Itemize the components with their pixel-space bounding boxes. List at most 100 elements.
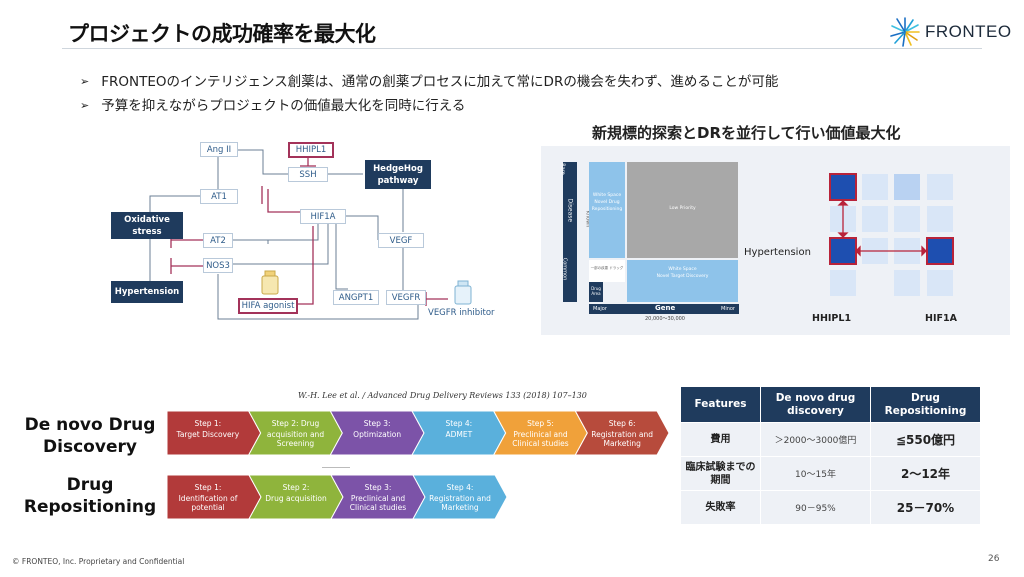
arrow-bullet-icon: ➢ [80,75,90,88]
disease-gene-matrix: Disease Rare Common Known White Space No… [559,162,738,302]
step-text: Identification of [179,494,238,503]
node-at1: AT1 [200,189,238,204]
node-hif1a: HIF1A [300,209,346,224]
strategy-panel: Disease Rare Common Known White Space No… [541,146,1010,335]
panel-title: 新規標的探索とDRを並行して行い価値最大化 [592,124,901,142]
table-header-row: Features De novo drug discovery Drug Rep… [680,386,981,423]
step-text: Target Discovery [176,430,240,439]
node-hhipl1: HHIPL1 [288,142,334,158]
comparison-table: Features De novo drug discovery Drug Rep… [680,386,981,525]
bullet-list: ➢ FRONTEOのインテリジェンス創薬は、通常の創薬プロセスに加えて常にDRの機… [80,70,778,118]
label-vegfr-inhibitor: VEGFR inhibitor [428,308,495,318]
table-cell: 2〜12年 [870,456,981,491]
denovo-label: De novo Drug Discovery [24,415,156,457]
bullet-item: ➢ FRONTEOのインテリジェンス創薬は、通常の創薬プロセスに加えて常にDRの機… [80,70,778,94]
disease-axis-label: Disease [566,198,574,223]
table-row: 失敗率 90－95% 25－70% [680,490,981,525]
step-text: Marketing [441,503,479,512]
table-cell: ＞2000〜3000億円 [760,422,871,457]
drug-bottle-icon [454,280,472,305]
step-number: Step 2: [283,483,310,492]
step-text: Preclinical and [351,494,406,503]
step-number: Step 2: Drug [272,419,320,428]
step-text: Clinical studies [512,439,568,448]
step-text: acquisition and [267,430,324,439]
gene-axis-label: Gene [655,304,676,312]
hhipl1-label: HHIPL1 [812,313,852,324]
step-number: Step 3: [364,419,391,428]
repositioning-label: Drug Repositioning [23,475,157,517]
gene-axis-bar: Major Gene Minor [589,304,739,314]
node-ang2: Ang II [200,142,238,157]
pathway-diagram: Ang II HHIPL1 SSH HedgeHog pathway AT1 H… [108,134,528,334]
step-text: Preclinical and [513,430,568,439]
step-text: Registration and [591,430,653,439]
step-text: Registration and [429,494,491,503]
major-label: Major [593,306,607,312]
node-vegf: VEGF [378,233,424,248]
cell-drug-area: Drug Area [589,282,603,302]
bullet-item: ➢ 予算を抑えながらプロジェクトの価値最大化を同時に行える [80,94,778,118]
disease-axis-bar [563,162,577,302]
table-cell: 費用 [680,422,761,457]
step-chevron [574,410,670,456]
target-grid [829,173,954,296]
table-cell: ≦550億円 [870,422,981,457]
table-row: 費用 ＞2000〜3000億円 ≦550億円 [680,422,981,457]
reference-citation: W.-H. Lee et al. / Advanced Drug Deliver… [298,391,587,400]
node-hypertension: Hypertension [111,281,183,303]
cell-partial: 一部の疾患 ドラッグ [589,260,625,282]
rare-label: Rare [559,163,566,175]
arrow-bullet-icon: ➢ [80,99,90,112]
bullet-text: FRONTEOのインテリジェンス創薬は、通常の創薬プロセスに加えて常にDRの機会… [101,74,779,90]
step-text: Screening [277,439,315,448]
step-text: Optimization [353,430,401,439]
step-number: Step 4: [445,419,472,428]
fronteo-logo: FRONTEO [889,14,1014,50]
separator-dash [322,467,350,468]
hypertension-label: Hypertension [744,247,811,258]
node-vegfr: VEGFR [386,290,426,305]
table-cell: 臨床試験までの期間 [680,456,761,491]
step-chevron [412,474,508,520]
table-row: 臨床試験までの期間 10〜15年 2〜12年 [680,456,981,491]
table-header: Drug Repositioning [870,386,981,423]
step-number: Step 3: [365,483,392,492]
drug-bottle-icon [261,270,279,295]
step-number: Step 5: [527,419,554,428]
node-angpt1: ANGPT1 [333,290,379,305]
bullet-text: 予算を抑えながらプロジェクトの価値最大化を同時に行える [101,98,466,114]
table-header: Features [680,386,761,423]
step-number: Step 4: [447,483,474,492]
step-text: potential [191,503,224,512]
step-text: Drug acquisition [265,494,327,503]
step-text: ADMET [445,430,472,439]
table-header: De novo drug discovery [760,386,871,423]
table-cell: 失敗率 [680,490,761,525]
step-number: Step 6: [609,419,636,428]
node-hifa-agonist: HIFA agonist [238,298,298,314]
cell-low-priority: Low Priority [627,162,738,258]
node-nos3: NOS3 [203,258,233,273]
logo-text: FRONTEO [925,22,1012,41]
cell-novel-repositioning: White Space Novel Drug Repositioning [589,162,625,258]
footer-copyright: © FRONTEO, Inc. Proprietary and Confiden… [12,557,185,566]
node-hedgehog: HedgeHog pathway [365,160,431,189]
title-divider [62,48,982,49]
node-ssh: SSH [288,167,328,182]
table-cell: 90－95% [760,490,871,525]
page-title: プロジェクトの成功確率を最大化 [68,22,376,46]
gene-range-label: 20,000〜30,000 [645,316,685,322]
step-text: Clinical studies [350,503,406,512]
starburst-icon [890,17,920,47]
page-number: 26 [988,554,1000,564]
table-cell: 25－70% [870,490,981,525]
common-label: Common [561,257,568,281]
step-number: Step 1: [195,483,222,492]
node-at2: AT2 [203,233,233,248]
cell-novel-target-discovery: White Space Novel Target Discovery [627,260,738,302]
minor-label: Minor [721,306,735,312]
pathway-connectors [149,149,448,320]
